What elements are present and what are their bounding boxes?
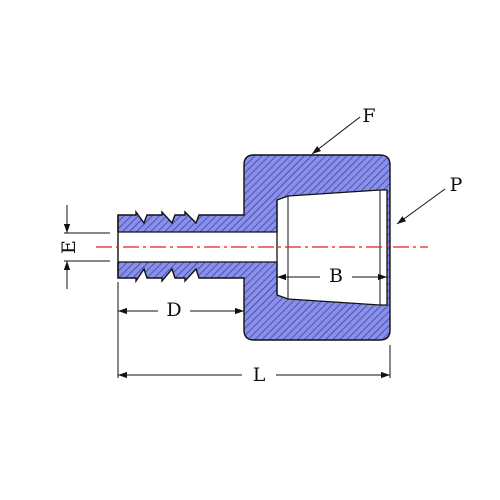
label-e: E — [58, 240, 80, 254]
label-f: F — [362, 105, 375, 127]
leader-p — [396, 188, 446, 225]
label-d: D — [166, 299, 181, 321]
label-b: B — [329, 265, 343, 287]
label-l: L — [253, 364, 266, 386]
leader-f — [311, 116, 361, 155]
extension-lines — [64, 232, 391, 378]
label-p: P — [450, 174, 463, 196]
